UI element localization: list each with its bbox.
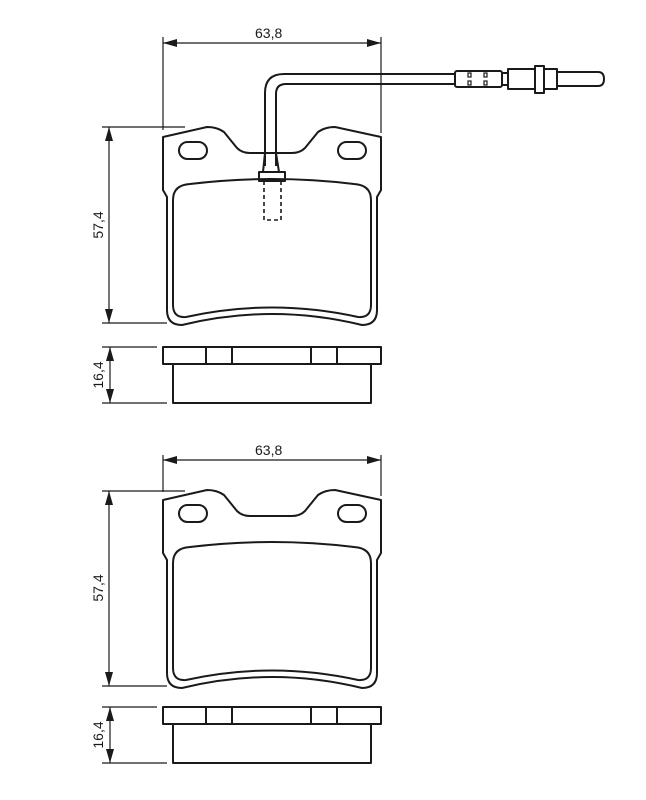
top-thickness-label: 16,4: [90, 361, 106, 389]
bottom-pad-side-view: [162, 706, 382, 764]
top-pad-side-view: [162, 346, 382, 404]
bottom-thickness-dimension: [102, 706, 167, 764]
bottom-height-dimension: [102, 490, 185, 687]
bottom-pad-front-view: [162, 489, 382, 689]
sensor-wire-inner: [275, 83, 456, 166]
top-height-dimension: [102, 126, 185, 324]
sensor-connector: [454, 65, 605, 94]
top-thickness-dimension: [102, 346, 167, 404]
top-width-dimension: [162, 37, 382, 133]
sensor-clip: [258, 171, 286, 182]
sensor-hidden-pin: [263, 181, 282, 221]
bottom-width-label: 63,8: [255, 442, 283, 458]
top-height-label: 57,4: [90, 211, 106, 239]
sensor-wire-outer: [264, 73, 456, 166]
bottom-height-label: 57,4: [90, 574, 106, 602]
top-pad-front-view: [162, 65, 605, 326]
top-width-label: 63,8: [255, 25, 283, 41]
bottom-width-dimension: [162, 455, 382, 496]
bottom-thickness-label: 16,4: [90, 721, 106, 749]
